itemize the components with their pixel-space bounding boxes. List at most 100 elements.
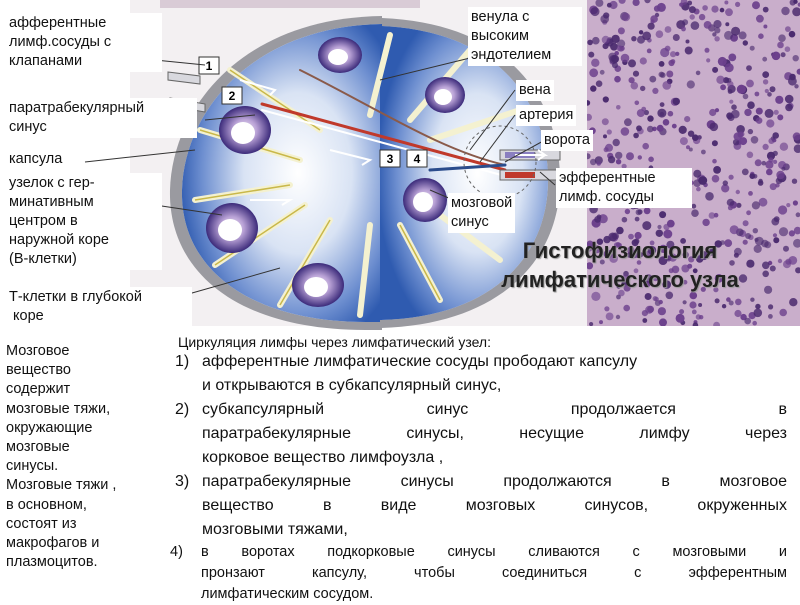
histology-nucleus	[724, 1, 728, 5]
histology-nucleus	[635, 217, 640, 222]
histology-nucleus	[772, 52, 781, 61]
label-vein-text: вена	[519, 81, 551, 100]
histology-nucleus	[743, 40, 748, 45]
histology-nucleus	[765, 109, 774, 118]
histology-nucleus	[691, 209, 699, 217]
histology-nucleus	[735, 299, 742, 306]
histology-nucleus	[781, 167, 785, 171]
histology-nucleus	[792, 179, 797, 184]
histology-nucleus	[711, 6, 718, 13]
histology-nucleus	[773, 233, 777, 237]
histology-nucleus	[712, 140, 718, 146]
histology-nucleus	[654, 297, 659, 302]
histology-nucleus	[650, 15, 658, 23]
histology-nucleus	[597, 161, 602, 166]
number-badge-1: 1	[199, 57, 219, 74]
histology-nucleus	[793, 55, 799, 61]
histology-nucleus	[642, 143, 649, 150]
label-nodule-line: узелок с гер-	[9, 174, 159, 193]
histology-nucleus	[722, 304, 726, 308]
step-number: 1)	[175, 350, 189, 374]
histology-nucleus	[675, 52, 679, 56]
histology-nucleus	[607, 129, 612, 134]
step-line: в воротах подкорковые синусы сливаются с…	[201, 542, 787, 563]
histology-nucleus	[657, 109, 666, 118]
histology-nucleus	[659, 72, 665, 78]
histology-nucleus	[768, 138, 774, 144]
histology-nucleus	[663, 119, 670, 126]
label-venule-line: венула с	[471, 8, 579, 27]
histology-nucleus	[729, 100, 733, 104]
histology-nucleus	[602, 36, 610, 44]
histology-nucleus	[660, 48, 669, 57]
histology-nucleus	[777, 114, 783, 120]
histology-nucleus	[756, 15, 764, 23]
histology-nucleus	[600, 70, 605, 75]
histology-nucleus	[691, 21, 700, 30]
histology-nucleus	[704, 21, 712, 29]
histology-nucleus	[702, 5, 708, 11]
histology-nucleus	[775, 96, 783, 104]
histology-nucleus	[702, 219, 709, 226]
histology-nucleus	[622, 217, 628, 223]
step-number: 2)	[175, 398, 189, 422]
histology-nucleus	[685, 47, 693, 55]
histology-nucleus	[720, 84, 726, 90]
label-vein: вена	[516, 80, 554, 101]
circulation-step-4: 4) в воротах подкорковые синусы сливаютс…	[170, 542, 787, 600]
histology-nucleus	[716, 76, 724, 84]
title-line: лимфатического узла	[470, 265, 770, 294]
histology-nucleus	[713, 166, 721, 174]
histology-nucleus	[777, 42, 784, 49]
histology-nucleus	[763, 144, 769, 150]
label-venule: венула с высоким эндотелием	[468, 7, 582, 66]
histology-nucleus	[603, 134, 607, 138]
histology-nucleus	[633, 133, 639, 139]
label-capsule: капсула	[6, 149, 65, 170]
histology-nucleus	[692, 310, 697, 315]
histology-nucleus	[710, 123, 719, 132]
histology-nucleus	[758, 179, 762, 183]
histology-nucleus	[671, 59, 676, 64]
histology-nucleus	[590, 85, 596, 91]
histology-nucleus	[696, 187, 701, 192]
step-line: пронзают капсулу, чтобы соединиться с эф…	[201, 563, 787, 584]
histology-nucleus	[778, 34, 786, 42]
step-line: и открываются в субкапсулярный синус,	[202, 374, 787, 398]
histology-nucleus	[679, 309, 684, 314]
histology-nucleus	[729, 175, 734, 180]
histology-nucleus	[785, 46, 791, 52]
label-artery-text: артерия	[519, 106, 573, 125]
histology-nucleus	[604, 306, 609, 311]
step-line: мозговыми тяжами,	[202, 518, 787, 542]
histology-nucleus	[652, 88, 658, 94]
histology-nucleus	[776, 171, 784, 179]
histology-nucleus	[786, 203, 790, 207]
histology-nucleus	[656, 30, 664, 38]
histology-nucleus	[639, 30, 643, 34]
histology-nucleus	[793, 200, 798, 205]
histology-nucleus	[735, 2, 740, 7]
histology-nucleus	[672, 124, 677, 129]
label-medullary-line: мозговой	[451, 194, 512, 213]
histology-nucleus	[617, 45, 623, 51]
histology-nucleus	[599, 320, 603, 324]
histology-nucleus	[785, 95, 794, 104]
histology-nucleus	[594, 216, 601, 223]
medulla-line: вещество	[6, 361, 158, 380]
circulation-heading: Циркуляция лимфы через лимфатический узе…	[178, 334, 491, 350]
histology-nucleus	[780, 143, 788, 151]
histology-nucleus	[608, 156, 615, 163]
label-nodule-line: минативным	[9, 193, 159, 212]
histology-nucleus	[589, 68, 598, 77]
histology-nucleus	[690, 14, 695, 19]
histology-nucleus	[779, 309, 787, 317]
histology-nucleus	[712, 175, 720, 183]
label-venule-line: эндотелием	[471, 46, 579, 65]
histology-nucleus	[657, 225, 661, 229]
histology-nucleus	[622, 13, 631, 22]
histology-nucleus	[723, 180, 728, 185]
histology-nucleus	[616, 315, 620, 319]
histology-nucleus	[785, 26, 791, 32]
histology-nucleus	[660, 102, 665, 107]
